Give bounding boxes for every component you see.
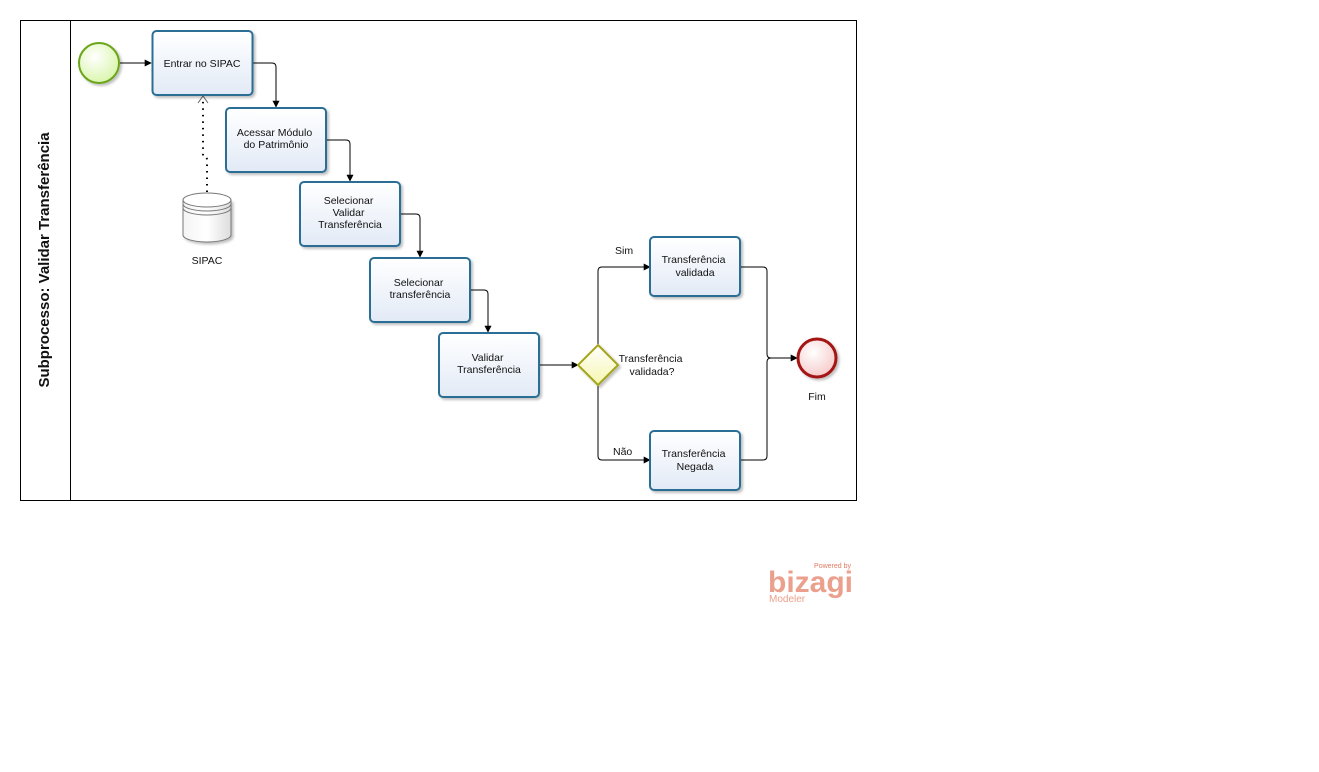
task-label-line: Acessar Módulo (237, 127, 312, 139)
logo-powered-by: Powered by (814, 563, 851, 570)
task-transferencia-negada[interactable]: Transferência Negada (649, 430, 741, 491)
flow-label-no: Não (613, 446, 632, 458)
task-label-line: Validar (333, 207, 365, 219)
start-event[interactable] (78, 42, 120, 84)
svg-text:Transferência validada?: Transferência validada? (619, 353, 686, 378)
svg-text:Validar Transferência: Validar Transferência (457, 352, 521, 376)
sequence-flows (120, 59, 798, 464)
svg-text:Transferência validada: Transferência validada (662, 254, 729, 279)
flow-task3-to-task4 (400, 213, 424, 258)
task-validar-transferencia[interactable]: Validar Transferência (438, 332, 540, 398)
task-transferencia-validada[interactable]: Transferência validada (649, 236, 741, 297)
task-label-line: Selecionar (324, 195, 374, 207)
task-label-line: Transferência (662, 448, 726, 460)
task-label-line: Transferência (457, 364, 521, 376)
task-label-line: Transferência (662, 254, 726, 266)
flow-task2-to-task3 (326, 139, 354, 182)
task-label-line: Transferência (318, 219, 382, 231)
task-acessar-modulo[interactable]: Acessar Módulo do Patrimônio (225, 107, 327, 173)
task-label-line: Negada (677, 461, 714, 473)
task-label-line: Validar (472, 352, 504, 364)
pool-title: Subprocesso: Validar Transferência (36, 132, 53, 388)
flow-task4-to-task5 (470, 289, 492, 333)
task-label-line: do Patrimônio (244, 139, 309, 151)
task-selecionar-transferencia[interactable]: Selecionar transferência (369, 257, 471, 323)
task-label-line: transferência (390, 289, 451, 301)
flow-denied-to-end (740, 357, 797, 461)
data-store-label: SIPAC (192, 255, 223, 267)
flow-task1-to-task2 (252, 62, 280, 108)
task-entrar-sipac[interactable]: Entrar no SIPAC (151, 30, 254, 96)
svg-text:Transferência Negada: Transferência Negada (662, 448, 729, 473)
logo-product: Modeler (769, 594, 806, 605)
task-label-line: validada (675, 267, 714, 279)
logo-name: bizagi (768, 566, 853, 599)
flow-gateway-yes (597, 263, 651, 345)
end-event[interactable]: Fim (796, 337, 838, 403)
flow-gateway-no (597, 385, 651, 464)
bizagi-logo: Powered by bizagi Modeler (768, 563, 853, 605)
gateway-label-line: validada? (630, 366, 675, 378)
svg-text:Selecionar transferência: Selecionar transferência (390, 277, 451, 301)
task-label-line: Selecionar (394, 277, 444, 289)
end-event-label: Fim (808, 391, 826, 403)
svg-text:Acessar Módulo do Patrim: Acessar Módulo do Patrimônio (237, 127, 315, 151)
flow-label-yes: Sim (615, 245, 633, 257)
svg-text:Entrar no SIPAC: Entrar no SIPAC (164, 58, 241, 70)
task-label-line: Entrar no SIPAC (164, 58, 241, 70)
data-store-sipac[interactable]: SIPAC (182, 192, 232, 267)
gateway-label-line: Transferência (619, 353, 683, 365)
svg-text:Selecionar Validar: Selecionar Validar Transferência (318, 195, 382, 231)
exclusive-gateway[interactable]: Transferência validada? (576, 343, 686, 387)
task-selecionar-validar[interactable]: Selecionar Validar Transferência (299, 181, 401, 247)
